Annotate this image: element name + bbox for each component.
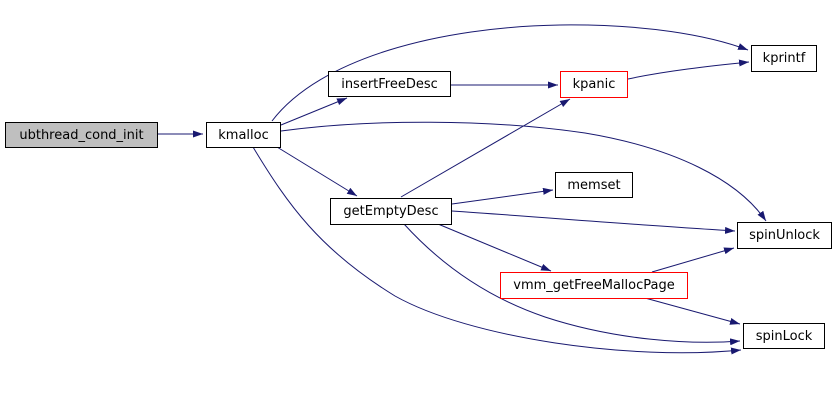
edge-kpanic-kprintf (627, 59, 750, 80)
edge-getEmptyDesc-memset (451, 187, 554, 205)
edge-getEmptyDesc-spinUnlock (451, 210, 736, 234)
edge-vmm_getFreeMallocPage-spinLock (644, 297, 741, 325)
edge-getEmptyDesc-vmm_getFreeMallocPage (437, 223, 552, 272)
node-kmalloc-label: kmalloc (218, 127, 269, 143)
node-kpanic[interactable]: kpanic (560, 71, 628, 98)
node-ubthread-cond-init-label: ubthread_cond_init (19, 127, 144, 143)
node-spinunlock-label: spinUnlock (749, 228, 820, 243)
edge-getEmptyDesc-kpanic (400, 98, 571, 198)
node-getemptydesc-label: getEmptyDesc (343, 204, 439, 219)
edge-kmalloc-kprintf (271, 24, 749, 122)
node-insertfreedesc-label: insertFreeDesc (341, 76, 438, 92)
edge-kmalloc-spinUnlock (280, 121, 767, 222)
node-kpanic-label: kpanic (572, 77, 616, 92)
node-kmalloc[interactable]: kmalloc (206, 122, 281, 148)
node-vmm-getfreemallocpage[interactable]: vmm_getFreeMallocPage (500, 272, 688, 299)
node-spinunlock[interactable]: spinUnlock (737, 222, 832, 249)
node-insertfreedesc[interactable]: insertFreeDesc (328, 71, 451, 97)
edge-kmalloc-insertFreeDesc (280, 97, 348, 126)
node-spinlock[interactable]: spinLock (743, 323, 825, 349)
node-kprintf[interactable]: kprintf (751, 45, 817, 72)
node-vmm-getfreemallocpage-label: vmm_getFreeMallocPage (513, 278, 675, 293)
node-memset[interactable]: memset (555, 172, 633, 198)
edge-vmm_getFreeMallocPage-spinUnlock (651, 247, 735, 273)
edge-getEmptyDesc-spinLock (403, 223, 741, 346)
node-spinlock-label: spinLock (755, 328, 813, 344)
node-memset-label: memset (567, 177, 621, 193)
edge-kmalloc-spinLock (252, 146, 742, 355)
edge-kmalloc-getEmptyDesc (276, 146, 358, 197)
node-getemptydesc[interactable]: getEmptyDesc (330, 198, 452, 225)
node-ubthread-cond-init: ubthread_cond_init (5, 122, 158, 148)
node-kprintf-label: kprintf (762, 51, 806, 66)
